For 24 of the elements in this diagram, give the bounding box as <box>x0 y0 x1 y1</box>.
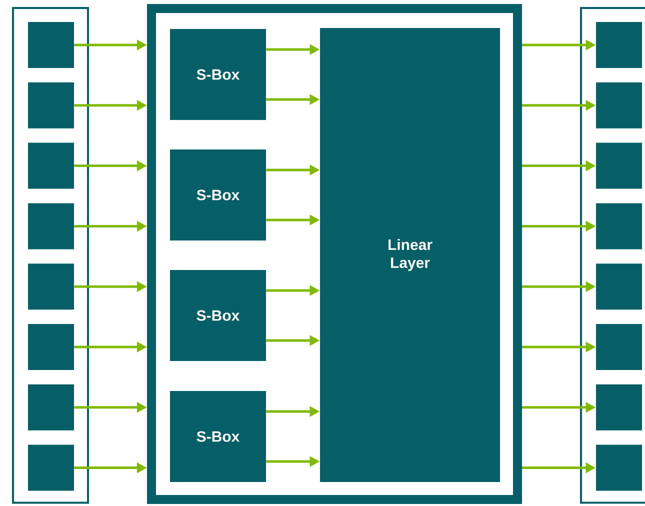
bit-square <box>596 384 642 430</box>
bit-square <box>596 203 642 250</box>
linear-layer-box: Linear Layer <box>320 28 500 482</box>
bit-square <box>28 264 74 310</box>
bit-square <box>28 384 74 430</box>
sbox: S-Box <box>170 150 266 240</box>
sbox: S-Box <box>170 391 266 482</box>
bit-square <box>596 444 642 491</box>
bit-square <box>28 444 74 491</box>
bit-square <box>596 142 642 189</box>
bit-square <box>28 22 74 68</box>
container-box <box>580 7 645 504</box>
sbox: S-Box <box>170 29 266 120</box>
bit-square <box>28 142 74 189</box>
bit-square <box>28 82 74 128</box>
bit-square <box>596 324 642 370</box>
bit-square <box>28 324 74 370</box>
frame-box <box>147 4 522 504</box>
bit-square <box>596 22 642 68</box>
container-box <box>12 7 89 504</box>
bit-square <box>596 82 642 128</box>
bit-square <box>596 264 642 310</box>
bit-square <box>28 203 74 250</box>
sbox: S-Box <box>170 270 266 361</box>
